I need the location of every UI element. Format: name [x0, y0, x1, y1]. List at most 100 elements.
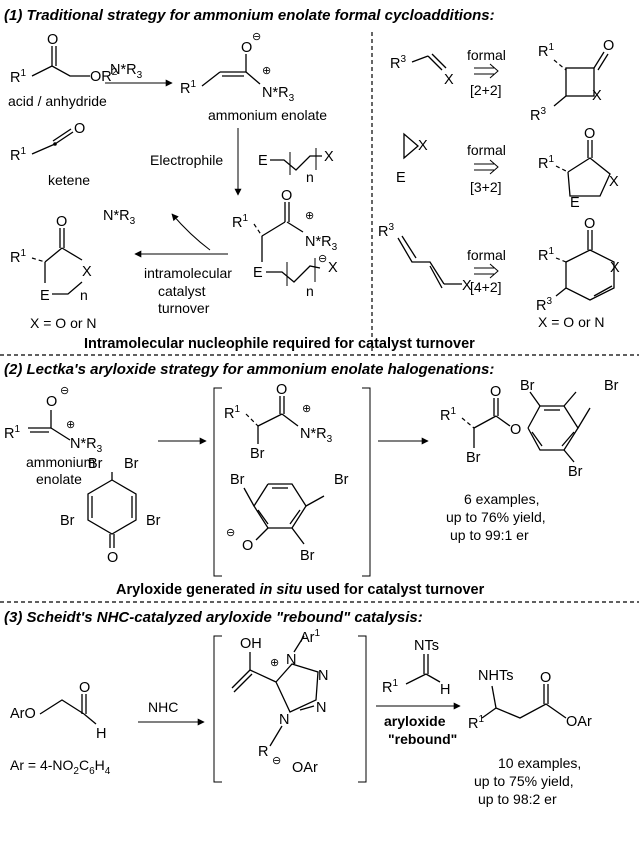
svg-text:Br: Br [334, 472, 349, 488]
svg-text:ArO: ArO [10, 706, 36, 722]
section2-result-1: 6 examples, [464, 491, 539, 507]
svg-text:⊖: ⊖ [272, 755, 281, 767]
svg-text:R1: R1 [468, 714, 484, 732]
svg-text:Br: Br [300, 548, 315, 564]
acylammonium-intermediate: R1 O ⊕ N*R3 E ⊖ X n [232, 188, 338, 299]
bracket-right-2 [358, 635, 367, 783]
svg-text:Br: Br [60, 513, 75, 529]
svg-text:Br: Br [146, 513, 161, 529]
svg-text:O: O [56, 214, 67, 230]
turnover-label-2: catalyst [158, 283, 206, 299]
svg-text:N: N [279, 712, 289, 728]
catalyst-release-arrow [171, 213, 211, 251]
svg-text:O: O [107, 550, 118, 566]
svg-text:R1: R1 [440, 406, 456, 424]
svg-text:OAr: OAr [292, 760, 318, 776]
bracket-left [213, 387, 222, 577]
bromo-aryl-ester-product: R1 O O Br Br Br Br [440, 378, 619, 480]
cyclic-product-structure: R1 O X E n [10, 214, 92, 304]
nhc-label: NHC [148, 699, 178, 715]
svg-text:⊖: ⊖ [226, 527, 235, 539]
svg-text:R1: R1 [10, 68, 26, 86]
implies-arrow-2 [474, 159, 499, 175]
svg-text:O: O [241, 40, 252, 56]
section1-header: (1) Traditional strategy for ammonium en… [4, 7, 495, 24]
svg-text:Br: Br [250, 446, 265, 462]
beta-amino-ester-product: NHTs R1 O OAr [468, 668, 592, 732]
svg-text:⊖: ⊖ [252, 31, 261, 43]
tetrabromocyclohexadienone-structure: Br Br O Br Br [60, 456, 161, 566]
svg-text:O: O [540, 670, 551, 686]
svg-text:⊕: ⊕ [305, 210, 314, 222]
svg-text:R3: R3 [530, 106, 546, 124]
svg-text:O: O [584, 126, 595, 142]
svg-text:X: X [82, 264, 92, 280]
svg-text:O: O [74, 121, 85, 137]
svg-text:⊕: ⊕ [66, 419, 75, 431]
turnover-label-1: intramolecular [144, 265, 232, 281]
svg-text:X: X [610, 260, 620, 276]
svg-text:⊕: ⊕ [302, 403, 311, 415]
svg-text:R: R [258, 744, 268, 760]
svg-text:⊕: ⊕ [270, 657, 279, 669]
ketene-structure: R1 O [10, 121, 85, 164]
alkene-2x2-reagent: R3 X [390, 53, 454, 88]
bracket-left-2 [213, 635, 222, 783]
svg-text:O: O [510, 422, 521, 438]
acid-anhydride-label: acid / anhydride [8, 93, 107, 109]
svg-text:O: O [584, 216, 595, 232]
electrophile-structure: E X n [258, 148, 334, 185]
diene-4x2-reagent: R3 X [378, 222, 472, 294]
bromo-acylammonium-intermediate: R1 O ⊕ N*R3 Br [224, 382, 333, 462]
svg-text:Br: Br [520, 378, 535, 394]
svg-text:Br: Br [466, 450, 481, 466]
svg-text:n: n [80, 287, 88, 303]
svg-text:R1: R1 [538, 154, 554, 172]
svg-text:E: E [396, 170, 406, 186]
ketene-label: ketene [48, 172, 90, 188]
breslow-intermediate-structure: OH ⊕ N Ar1 N N N R ⊖ OAr [231, 628, 328, 776]
svg-text:X: X [324, 149, 334, 165]
released-catalyst-label: N*R3 [103, 208, 136, 227]
bracket-right [362, 387, 371, 577]
svg-text:O: O [46, 394, 57, 410]
acid-anhydride-structure: R1 O OR2 [10, 32, 118, 86]
svg-text:R1: R1 [10, 146, 26, 164]
rebound-label-1: aryloxide [384, 713, 446, 729]
ammonium-enolate-structure: R1 O ⊖ ⊕ N*R3 [180, 31, 295, 104]
section3-result-2: up to 75% yield, [474, 773, 574, 789]
enolate-label-2: enolate [36, 471, 82, 487]
cycloaddition-3x2-type: [3+2] [470, 179, 502, 195]
svg-text:NHTs: NHTs [478, 668, 513, 684]
svg-text:N: N [318, 668, 328, 684]
svg-text:OAr: OAr [566, 714, 592, 730]
svg-text:Br: Br [230, 472, 245, 488]
catalyst-label: N*R3 [110, 62, 143, 81]
x-definition-right: X = O or N [538, 314, 605, 330]
svg-text:n: n [306, 283, 314, 299]
six-ring-product: R1 O X R3 [536, 216, 620, 314]
rebound-label-2: "rebound" [388, 731, 457, 747]
cycloaddition-2x2-reagent: formal [467, 47, 506, 63]
svg-text:X: X [462, 278, 472, 294]
svg-text:X: X [609, 174, 619, 190]
svg-text:N*R3: N*R3 [70, 436, 103, 455]
svg-text:O: O [281, 188, 292, 204]
svg-text:R3: R3 [390, 54, 406, 72]
svg-text:O: O [242, 538, 253, 554]
beta-lactone-product: R1 O X R3 [530, 38, 614, 124]
ammonium-enolate-label: ammonium enolate [208, 107, 327, 123]
section2-summary: Aryloxide generated in situ used for cat… [116, 582, 485, 598]
section3-result-3: up to 98:2 er [478, 791, 557, 807]
section3-header: (3) Scheidt's NHC-catalyzed aryloxide "r… [4, 609, 423, 626]
svg-text:E: E [258, 153, 268, 169]
svg-text:N*R3: N*R3 [305, 234, 338, 253]
section2-header: (2) Lectka's aryloxide strategy for ammo… [4, 361, 494, 378]
svg-text:R1: R1 [224, 404, 240, 422]
svg-text:O: O [276, 382, 287, 398]
svg-text:X: X [444, 72, 454, 88]
svg-text:R1: R1 [180, 79, 196, 97]
aziridine-3x2-reagent: X E [396, 132, 428, 186]
svg-text:Br: Br [604, 378, 619, 394]
